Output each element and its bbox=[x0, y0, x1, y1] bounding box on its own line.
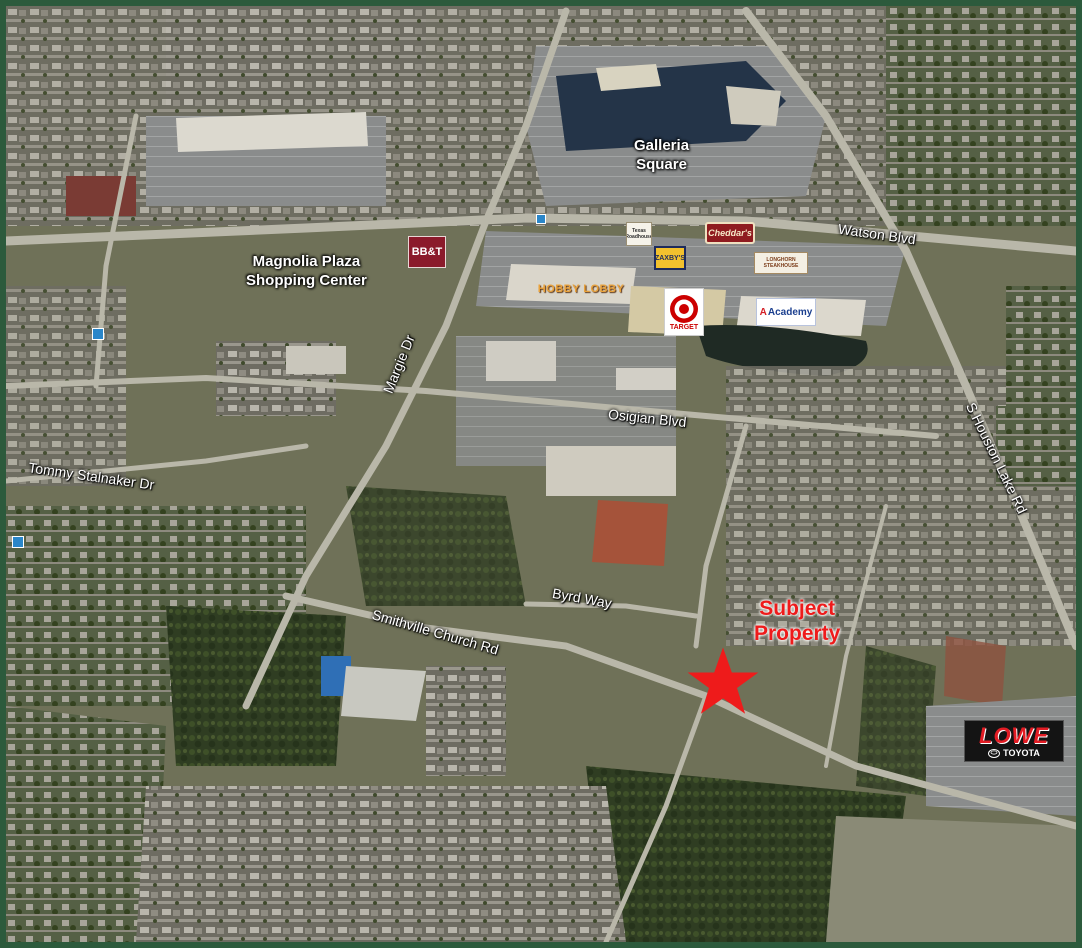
cheddars-text: Cheddar's bbox=[708, 228, 752, 238]
texas-roadhouse-text: Texas Roadhouse bbox=[626, 228, 652, 240]
hobby-lobby-text: HOBBY LOBBY bbox=[537, 283, 625, 295]
magnolia-plaza-label: Magnolia Plaza Shopping Center bbox=[246, 252, 367, 290]
target-text: TARGET bbox=[669, 323, 699, 331]
marker-icon-1 bbox=[92, 328, 104, 340]
target-bullseye-icon bbox=[670, 294, 698, 323]
galleria-square-label: Galleria Square bbox=[634, 136, 689, 174]
academy-text: Academy bbox=[767, 306, 813, 318]
cheddars-logo: Cheddar's bbox=[705, 222, 755, 244]
galleria-square-text: Galleria Square bbox=[634, 136, 689, 174]
subject-property-text: Subject Property bbox=[754, 597, 841, 645]
zaxbys-text: ZAXBY'S bbox=[654, 254, 686, 262]
lowe-text: LOWE bbox=[979, 723, 1049, 748]
longhorn-text: LONGHORN STEAKHOUSE bbox=[763, 257, 799, 269]
bbt-logo: BB&T bbox=[408, 236, 446, 268]
aerial-imagery bbox=[6, 6, 1076, 942]
subject-property-label: Subject Property bbox=[754, 596, 840, 646]
hobby-lobby-logo: HOBBY LOBBY bbox=[536, 278, 626, 300]
target-logo: TARGET bbox=[664, 288, 704, 336]
marker-icon-2 bbox=[12, 536, 24, 548]
galleria-square-name: Galleria Square bbox=[634, 137, 690, 173]
magnolia-plaza-name: Magnolia Plaza Shopping Center bbox=[246, 253, 367, 289]
star-icon bbox=[687, 647, 759, 714]
academy-a-mark: A bbox=[759, 306, 767, 318]
marker-icon-3 bbox=[536, 214, 546, 224]
toyota-text: TOYOTA bbox=[1003, 748, 1040, 758]
longhorn-logo: LONGHORN STEAKHOUSE bbox=[754, 252, 808, 274]
toyota-emblem-icon bbox=[988, 748, 1001, 758]
bbt-text: BB&T bbox=[411, 246, 443, 258]
texas-roadhouse-logo: Texas Roadhouse bbox=[626, 222, 652, 246]
lowe-toyota-logo: LOWE TOYOTA bbox=[964, 720, 1064, 762]
toyota-row: TOYOTA bbox=[988, 748, 1040, 758]
zaxbys-logo: ZAXBY'S bbox=[654, 246, 686, 270]
